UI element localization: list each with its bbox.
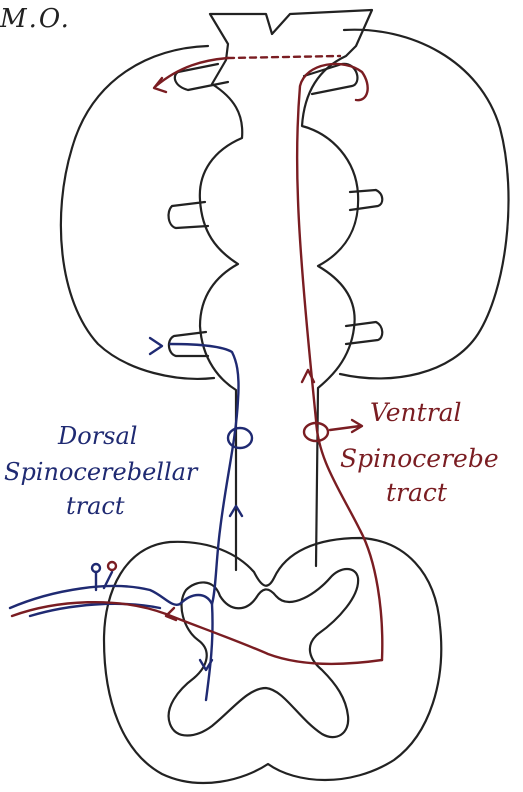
middle-peduncle-right — [350, 190, 382, 210]
ventral-tract-arrow-low — [166, 608, 176, 620]
dorsal-tract-label-line-3: tract — [66, 494, 125, 518]
ventral-tract-label-line-2: Spinocerebe — [340, 446, 499, 471]
page-title: M.O. — [0, 6, 71, 32]
ventral-label-pointer — [330, 420, 362, 432]
ventral-tract-label-line-3: tract — [386, 480, 447, 505]
ventral-tract-root — [12, 602, 382, 664]
dorsal-tract-label-line-2: Spinocerebellar — [4, 460, 197, 484]
dorsal-tract-arrow-upper — [150, 338, 162, 354]
cerebellum-left-hemisphere — [61, 46, 214, 379]
ventral-tract-label-line-1: Ventral — [370, 400, 462, 425]
ventral-tract-decussation — [228, 56, 340, 58]
dorsal-tract-nucleus — [228, 428, 252, 448]
ventral-root-cell-body — [108, 562, 116, 570]
dorsal-tract-label-line-1: Dorsal — [58, 424, 137, 448]
ventral-tract-cerebellar-left — [156, 58, 228, 86]
spinal-cord-section — [104, 538, 441, 783]
cerebellum-right-hemisphere — [340, 30, 509, 379]
